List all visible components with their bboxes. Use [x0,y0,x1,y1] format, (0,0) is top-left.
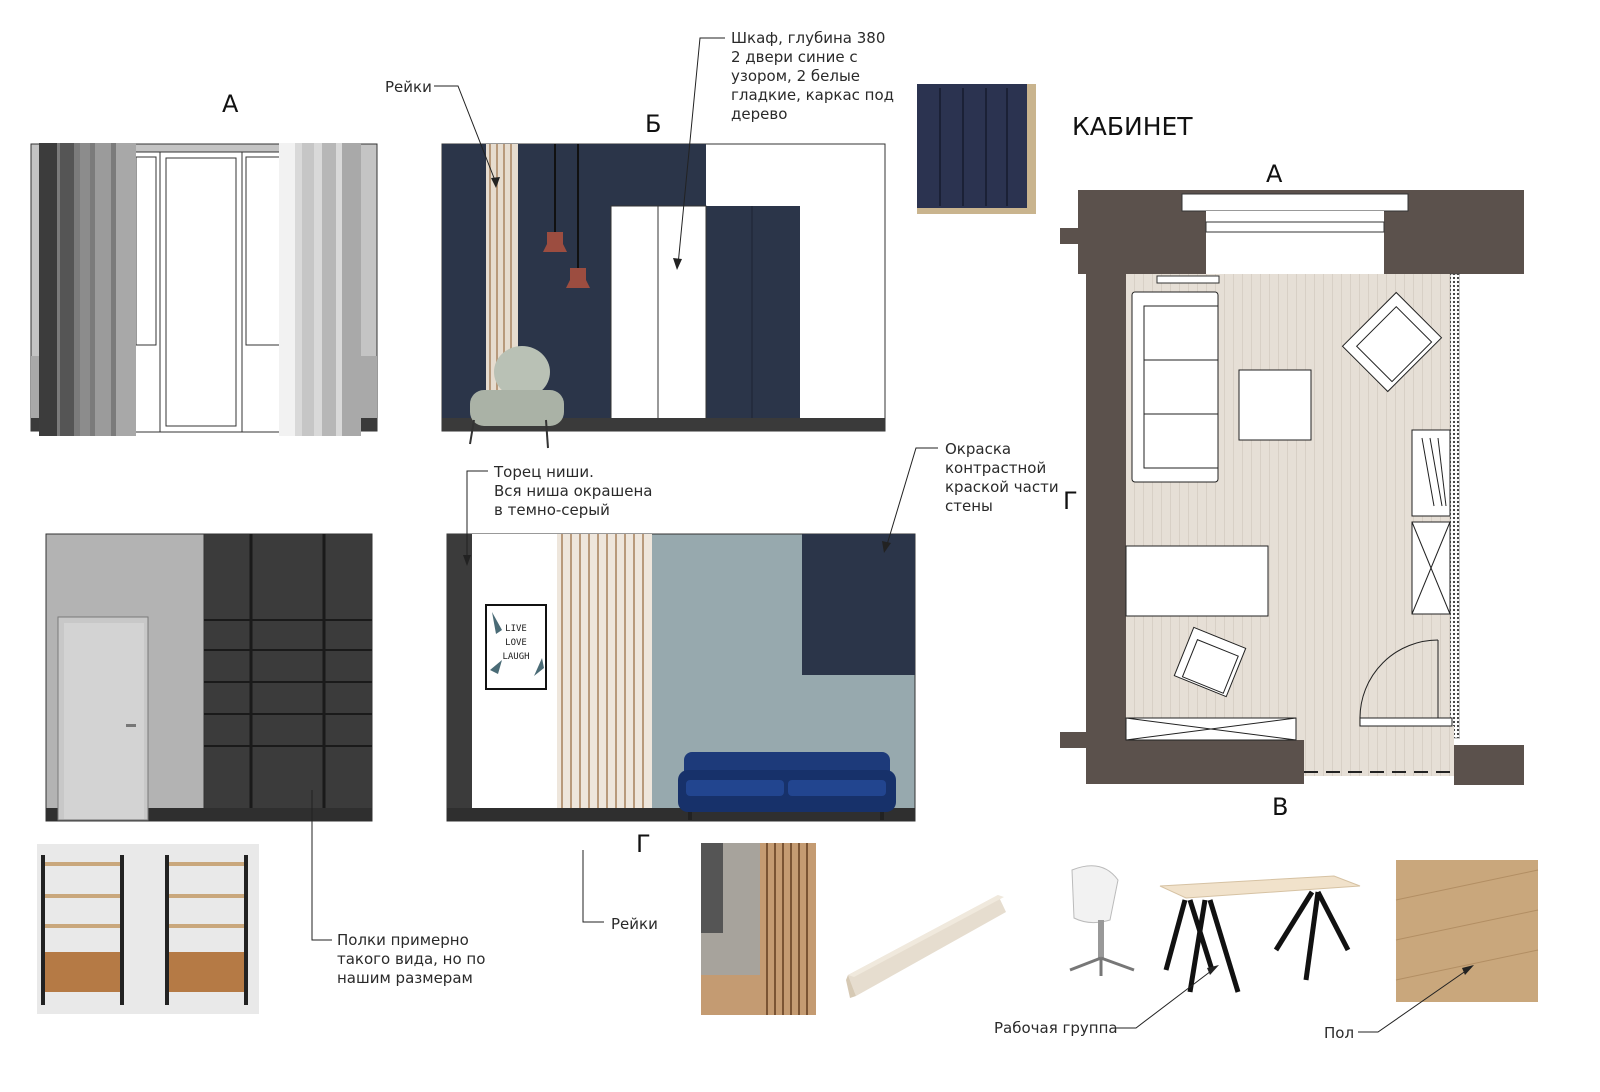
niche-note: Торец ниши. Вся ниша окрашена в темно-се… [494,463,653,519]
curtain-light [279,143,361,436]
wood-plank-photo [846,895,1006,998]
slats-label-bottom: Рейки [611,915,658,933]
contrast-note: Окраска контрастной краской части стены [945,440,1059,515]
curtain-dark [39,143,136,436]
plan-label-bottom: В [1272,793,1289,821]
floor-label: Пол [1324,1024,1355,1042]
poster: LIVE LOVE LAUGH [493,622,539,664]
plan-label-left: Г [1063,487,1078,515]
desk-photo [1159,875,1361,993]
elevation-a-title: А [222,90,239,118]
chair-photo [1069,865,1135,976]
wardrobe-note: Шкаф, глубина 380 2 двери синие с узором… [731,29,895,123]
floor-sample-photo [1395,860,1539,1002]
plan-label-right: Б [1476,505,1493,533]
elevation-g-title: Г [636,830,651,858]
plan-label-top: А [1266,160,1283,188]
armchair [469,346,564,449]
slat-wall-photo [701,843,816,1015]
work-group-label: Рабочая группа [994,1019,1118,1037]
poster-line-3: LAUGH [502,652,530,662]
poster-line-1: LIVE [505,624,527,634]
poster-line-2: LOVE [505,638,527,648]
elevation-b-title: Б [645,110,662,138]
shelves-note: Полки примерно такого вида, но по нашим … [337,931,486,987]
slats-label-top: Рейки [385,78,432,96]
room-title: КАБИНЕТ [1072,112,1193,141]
sofa [678,752,896,820]
